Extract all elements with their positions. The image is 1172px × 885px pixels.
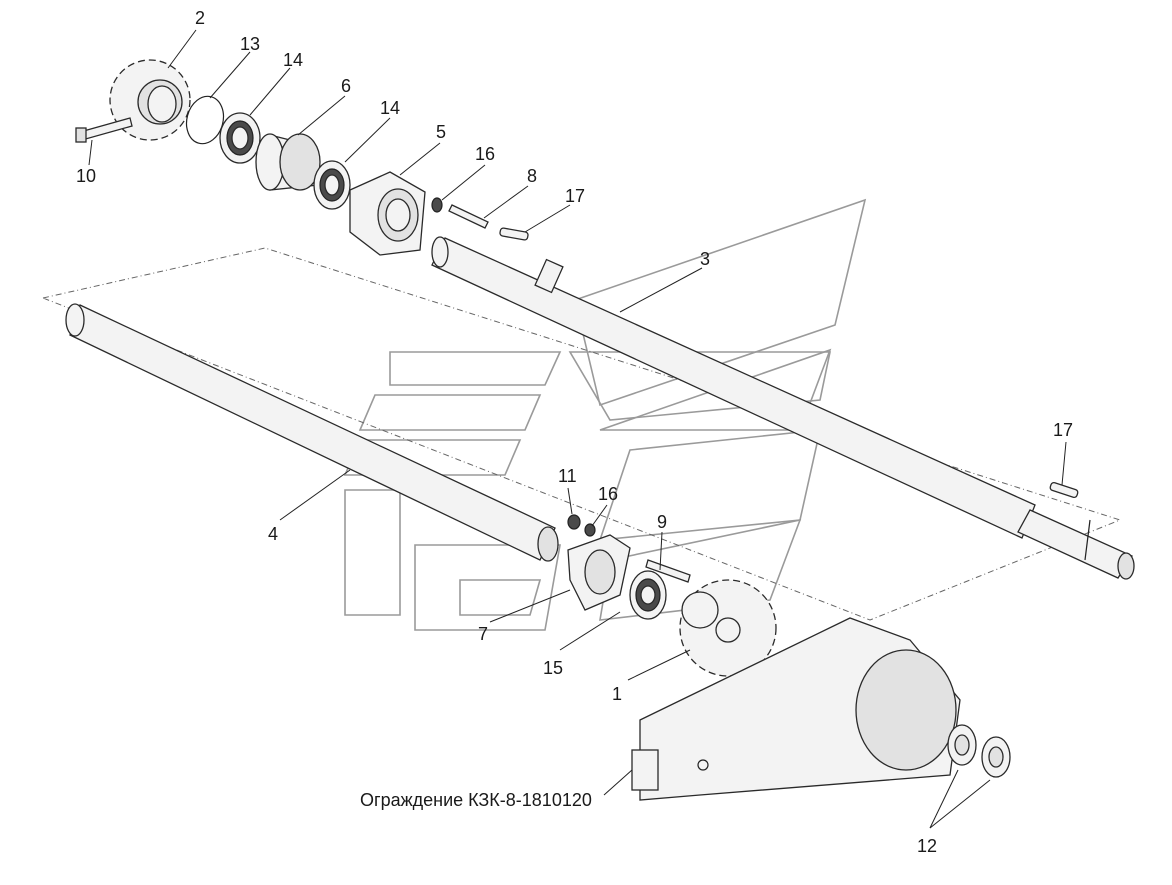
callout-2: 2 [195, 8, 205, 28]
bearing-part-15 [629, 570, 667, 620]
pin-part-9 [645, 559, 691, 583]
washer-part-16-bottom [584, 523, 596, 537]
callout-11: 11 [558, 466, 577, 486]
callout-6: 6 [341, 76, 351, 96]
callout-8: 8 [527, 166, 537, 186]
leader-lines [88, 29, 1067, 829]
callout-13: 13 [240, 34, 260, 54]
callout-5: 5 [436, 122, 446, 142]
callout-9: 9 [657, 512, 667, 532]
shaft-part-3 [431, 236, 1135, 580]
nut-part-11 [567, 514, 581, 530]
callout-4: 4 [268, 524, 278, 544]
callout-14b: 14 [380, 98, 400, 118]
sleeve-part-6 [255, 133, 321, 191]
callout-16b: 16 [598, 484, 618, 504]
callout-14a: 14 [283, 50, 303, 70]
callout-12: 12 [917, 836, 937, 856]
bearing-part-14-second [313, 160, 351, 210]
callout-10: 10 [76, 166, 96, 186]
callout-1: 1 [612, 684, 622, 704]
callout-17a: 17 [565, 186, 585, 206]
callout-7: 7 [478, 624, 488, 644]
washer-part-16-top [431, 197, 443, 213]
key-part-17-top [499, 227, 529, 241]
callout-16a: 16 [475, 144, 495, 164]
bolt-part-10 [75, 117, 133, 143]
washer-part-12-a [947, 724, 977, 766]
guard-label: Ограждение КЗК-8-1810120 [360, 790, 592, 810]
callout-3: 3 [700, 249, 710, 269]
bearing-part-14-top [219, 112, 261, 164]
sprocket-part-1 [679, 579, 777, 677]
guard-housing [631, 617, 961, 801]
key-part-17-right [1049, 481, 1079, 499]
flange-part-7 [567, 534, 631, 611]
tube-part-4 [65, 303, 559, 562]
pin-part-8 [448, 204, 489, 229]
housing-part-5 [349, 171, 426, 256]
callout-15: 15 [543, 658, 563, 678]
callout-17b: 17 [1053, 420, 1073, 440]
washer-part-12-b [981, 736, 1011, 778]
callout-labels: 2 13 14 6 14 5 16 8 17 10 3 17 4 11 16 9… [76, 8, 1073, 856]
